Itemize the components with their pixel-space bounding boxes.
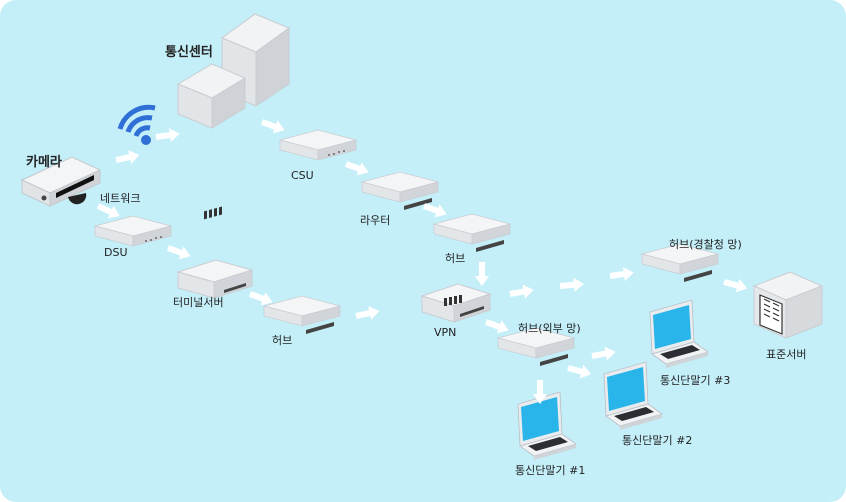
standard-server-label: 표준서버 xyxy=(766,348,807,361)
building-icon xyxy=(176,13,291,129)
terminal-3-laptop xyxy=(649,299,709,369)
router-device xyxy=(361,171,439,210)
terminal-1-label: 통신단말기 #1 xyxy=(515,464,586,477)
terminal-1-laptop xyxy=(517,391,577,461)
hub-b-label: 허브 xyxy=(445,252,466,265)
hub-a-label: 허브 xyxy=(272,334,293,347)
hub-external-label: 허브(외부 망) xyxy=(518,322,581,335)
center-label: 통신센터 xyxy=(165,45,213,60)
network-label: 네트워크 xyxy=(100,192,141,205)
csu-label: CSU xyxy=(291,169,314,182)
vpn-label: VPN xyxy=(434,326,457,339)
dsu-label: DSU xyxy=(104,246,128,259)
vpn-device xyxy=(420,283,492,323)
server-icon xyxy=(752,271,824,339)
wifi-icon xyxy=(117,104,156,145)
camera-icon xyxy=(20,156,102,207)
dsu-device xyxy=(94,215,172,247)
router-label: 라우터 xyxy=(360,214,391,227)
terminal-3-label: 통신단말기 #3 xyxy=(660,374,731,387)
hub-external-device xyxy=(497,327,575,366)
terminal-2-laptop xyxy=(603,361,663,431)
hub-a-device xyxy=(263,295,341,334)
camera-label: 카메라 xyxy=(26,155,62,170)
hub-police-device xyxy=(641,243,719,282)
hub-b-device xyxy=(433,213,511,252)
terminal-server-label: 터미널서버 xyxy=(173,296,224,309)
terminal-server-device xyxy=(176,206,254,299)
hub-police-label: 허브(경찰청 망) xyxy=(669,238,742,251)
csu-device xyxy=(279,129,357,161)
terminal-2-label: 통신단말기 #2 xyxy=(622,434,693,447)
